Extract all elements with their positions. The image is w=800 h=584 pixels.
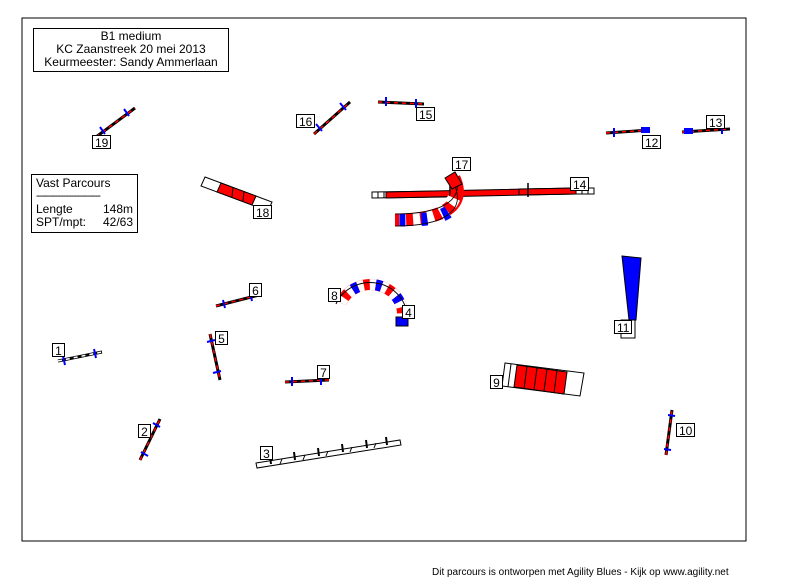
obstacle-number-5: 5 (215, 331, 228, 346)
course-type: Vast Parcours (36, 176, 111, 190)
spt-label: SPT/mpt: (36, 215, 87, 229)
length-value: 148m (102, 202, 133, 216)
course-title-box: B1 medium KC Zaanstreek 20 mei 2013 Keur… (33, 28, 229, 72)
tunnel-8-4 (335, 279, 409, 322)
obstacle-number-1: 1 (52, 343, 65, 358)
jump-16 (313, 100, 351, 136)
course-separator: ------------------------ (36, 190, 101, 202)
obstacle-number-7: 7 (317, 365, 330, 380)
obstacle-number-9: 9 (490, 375, 503, 390)
obstacle-number-11: 11 (614, 320, 633, 335)
obstacle-number-19: 19 (92, 135, 112, 150)
jump-10 (663, 409, 676, 456)
footer-credit: Dit parcours is ontworpen met Agility Bl… (432, 567, 729, 578)
spt-value: 42/63 (102, 215, 133, 229)
jump-19 (95, 106, 136, 139)
class-line: B1 medium (100, 29, 162, 43)
dogwalk-14 (371, 183, 595, 199)
obstacle-number-16: 16 (296, 114, 316, 129)
jump-2 (138, 418, 162, 461)
judge-line: Keurmeester: Sandy Ammerlaan (44, 55, 218, 69)
jump-5 (206, 333, 222, 381)
jump-1 (57, 348, 103, 366)
obstacle-9 (501, 362, 585, 397)
obstacle-number-4: 4 (402, 305, 415, 320)
length-label: Lengte (36, 202, 73, 216)
course-info-box: Vast Parcours ------------------------ L… (31, 174, 138, 233)
event-line: KC Zaanstreek 20 mei 2013 (56, 42, 206, 56)
obstacle-number-2: 2 (138, 424, 151, 439)
arena-border (21, 17, 747, 542)
obstacle-number-15: 15 (416, 107, 436, 122)
obstacle-number-8: 8 (328, 288, 341, 303)
obstacle-18 (200, 176, 273, 212)
obstacle-number-6: 6 (249, 283, 262, 298)
obstacle-3 (255, 436, 402, 469)
obstacle-number-17: 17 (452, 157, 472, 172)
obstacle-number-18: 18 (253, 205, 273, 220)
tunnel-end-17 (444, 171, 463, 190)
obstacle-number-13: 13 (706, 115, 726, 130)
jump-12 (605, 127, 651, 137)
jump-15 (377, 97, 425, 108)
obstacle-number-14: 14 (570, 177, 590, 192)
obstacle-number-10: 10 (676, 423, 696, 438)
obstacle-number-12: 12 (642, 135, 662, 150)
obstacle-number-3: 3 (260, 446, 273, 461)
